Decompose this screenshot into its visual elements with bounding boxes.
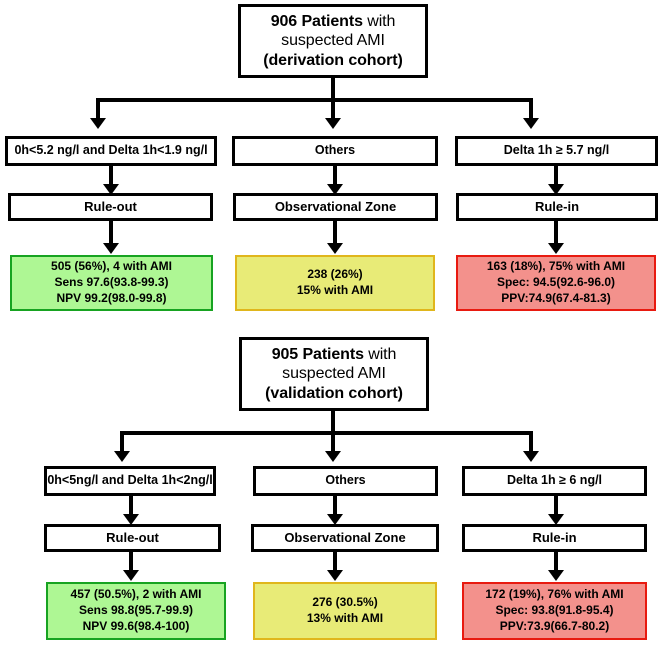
- connector-root-stem-validation: [331, 411, 335, 433]
- connector-action-result-right-validation: [554, 552, 558, 574]
- arrowhead-criteria-action-mid-derivation: [327, 184, 343, 195]
- action-box-observational-derivation: Observational Zone: [233, 193, 438, 221]
- result-line: Spec: 93.8(91.8-95.4): [495, 603, 614, 618]
- connector-drop-left-derivation: [96, 98, 100, 120]
- root-count: 905 Patients: [271, 345, 364, 363]
- root-line-1: 905 Patients with: [272, 345, 397, 365]
- criteria-box-observational-validation: Others: [253, 466, 438, 496]
- arrowhead-criteria-action-right-validation: [548, 514, 564, 525]
- root-line-3: (derivation cohort): [263, 51, 403, 69]
- connector-drop-left-validation: [120, 431, 124, 453]
- arrowhead-criteria-action-left-validation: [123, 514, 139, 525]
- root-line-3: (validation cohort): [265, 384, 403, 402]
- result-line: Sens 98.8(95.7-99.9): [78, 603, 194, 618]
- result-box-rule-in-validation: 172 (19%), 76% with AMI Spec: 93.8(91.8-…: [462, 582, 647, 640]
- action-box-rule-in-validation: Rule-in: [462, 524, 647, 552]
- criteria-box-observational-derivation: Others: [232, 136, 438, 166]
- action-box-rule-out-validation: Rule-out: [44, 524, 221, 552]
- result-box-rule-in-derivation: 163 (18%), 75% with AMI Spec: 94.5(92.6-…: [456, 255, 656, 311]
- criteria-box-rule-in-derivation: Delta 1h ≥ 5.7 ng/l: [455, 136, 658, 166]
- criteria-text: Others: [314, 143, 356, 158]
- arrowhead-right-validation: [523, 451, 539, 462]
- action-box-rule-in-derivation: Rule-in: [456, 193, 658, 221]
- criteria-text: Delta 1h ≥ 6 ng/l: [506, 473, 603, 488]
- action-text: Observational Zone: [274, 199, 397, 215]
- root-line-2: suspected AMI: [282, 365, 386, 383]
- root-count: 906 Patients: [270, 12, 363, 30]
- arrowhead-criteria-action-right-derivation: [548, 184, 564, 195]
- root-line-1: 906 Patients with: [271, 12, 396, 32]
- criteria-box-rule-out-validation: 0h<5ng/l and Delta 1h<2ng/l: [44, 466, 216, 496]
- arrowhead-left-derivation: [90, 118, 106, 129]
- connector-criteria-action-right-validation: [554, 496, 558, 516]
- result-box-rule-out-derivation: 505 (56%), 4 with AMI Sens 97.6(93.8-99.…: [10, 255, 213, 311]
- arrowhead-action-result-right-derivation: [548, 243, 564, 254]
- result-line: 505 (56%), 4 with AMI: [51, 259, 172, 274]
- criteria-text: 0h<5ng/l and Delta 1h<2ng/l: [47, 473, 213, 488]
- result-line: NPV 99.2(98.0-99.8): [56, 290, 167, 305]
- result-line: 172 (19%), 76% with AMI: [485, 587, 624, 602]
- arrowhead-criteria-action-left-derivation: [103, 184, 119, 195]
- action-text: Observational Zone: [284, 530, 406, 546]
- connector-action-result-mid-validation: [333, 552, 337, 574]
- arrowhead-action-result-right-validation: [548, 570, 564, 581]
- connector-action-result-right-derivation: [554, 221, 558, 247]
- action-text: Rule-out: [84, 199, 137, 215]
- connector-criteria-action-left-derivation: [109, 166, 113, 186]
- root-line-2: suspected AMI: [281, 32, 385, 50]
- result-line: 15% with AMI: [296, 283, 374, 297]
- connector-distributor-validation: [120, 431, 533, 435]
- arrowhead-criteria-action-mid-validation: [327, 514, 343, 525]
- connector-action-result-left-derivation: [109, 221, 113, 247]
- result-line: Sens 97.6(93.8-99.3): [54, 275, 169, 290]
- arrowhead-right-derivation: [523, 118, 539, 129]
- criteria-box-rule-in-validation: Delta 1h ≥ 6 ng/l: [462, 466, 647, 496]
- result-box-observational-derivation: 238 (26%) 15% with AMI: [235, 255, 435, 311]
- result-line: PPV:73.9(66.7-80.2): [499, 618, 610, 633]
- connector-action-result-left-validation: [129, 552, 133, 574]
- arrowhead-left-validation: [114, 451, 130, 462]
- arrowhead-action-result-mid-derivation: [327, 243, 343, 254]
- connector-criteria-action-left-validation: [129, 496, 133, 516]
- criteria-text: 0h<5.2 ng/l and Delta 1h<1.9 ng/l: [14, 143, 208, 158]
- arrowhead-mid-derivation: [325, 118, 341, 129]
- result-line: Spec: 94.5(92.6-96.0): [496, 275, 616, 290]
- criteria-text: Others: [325, 473, 366, 488]
- arrowhead-mid-validation: [325, 451, 341, 462]
- root-with: with: [363, 345, 397, 363]
- connector-drop-mid-derivation: [331, 98, 335, 120]
- action-text: Rule-in: [534, 199, 580, 215]
- result-line: PPV:74.9(67.4-81.3): [501, 290, 611, 305]
- action-box-rule-out-derivation: Rule-out: [8, 193, 213, 221]
- result-box-rule-out-validation: 457 (50.5%), 2 with AMI Sens 98.8(95.7-9…: [46, 582, 226, 640]
- action-box-observational-validation: Observational Zone: [251, 524, 439, 552]
- action-text: Rule-in: [532, 530, 577, 546]
- arrowhead-action-result-mid-validation: [327, 570, 343, 581]
- root-box-validation: 905 Patients with suspected AMI (validat…: [239, 337, 429, 411]
- arrowhead-action-result-left-derivation: [103, 243, 119, 254]
- connector-distributor-derivation: [96, 98, 533, 102]
- action-text: Rule-out: [106, 530, 159, 546]
- result-line: 163 (18%), 75% with AMI: [486, 259, 626, 274]
- criteria-text: Delta 1h ≥ 5.7 ng/l: [503, 143, 610, 158]
- connector-criteria-action-right-derivation: [554, 166, 558, 186]
- arrowhead-action-result-left-validation: [123, 570, 139, 581]
- result-box-observational-validation: 276 (30.5%) 13% with AMI: [253, 582, 437, 640]
- result-line: NPV 99.6(98.4-100): [82, 618, 190, 633]
- result-line: 13% with AMI: [306, 611, 384, 625]
- criteria-box-rule-out-derivation: 0h<5.2 ng/l and Delta 1h<1.9 ng/l: [5, 136, 217, 166]
- connector-criteria-action-mid-validation: [333, 496, 337, 516]
- root-box-derivation: 906 Patients with suspected AMI (derivat…: [238, 4, 428, 78]
- connector-drop-mid-validation: [331, 431, 335, 453]
- connector-action-result-mid-derivation: [333, 221, 337, 247]
- result-line: 457 (50.5%), 2 with AMI: [70, 587, 202, 602]
- connector-criteria-action-mid-derivation: [333, 166, 337, 186]
- result-line: 276 (30.5%): [312, 595, 378, 610]
- connector-drop-right-validation: [529, 431, 533, 453]
- root-with: with: [362, 12, 396, 30]
- connector-root-stem-derivation: [331, 78, 335, 100]
- connector-drop-right-derivation: [529, 98, 533, 120]
- result-line: 238 (26%): [307, 267, 363, 282]
